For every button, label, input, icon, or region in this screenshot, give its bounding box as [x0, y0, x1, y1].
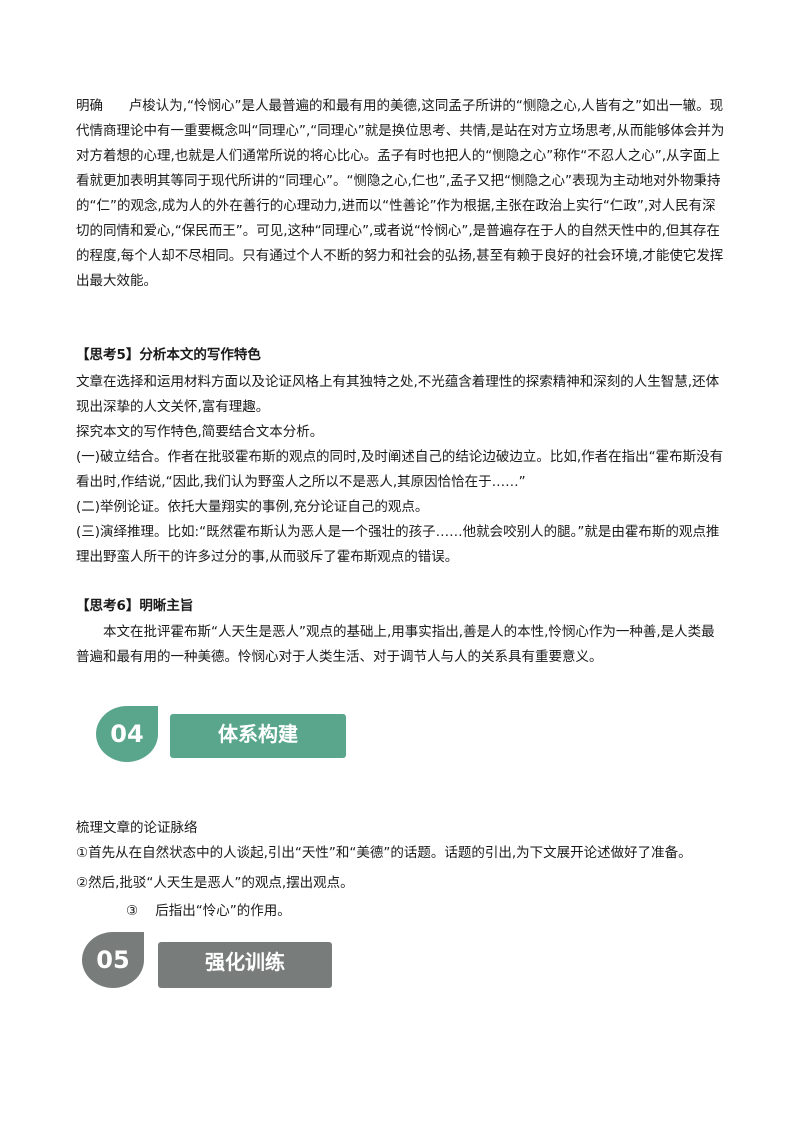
- think5-question: 探究本文的写作特色,简要结合文本分析。: [76, 424, 324, 440]
- think5-item-3: (三)演绎推理。比如:“既然霍布斯认为恶人是一个强壮的孩子……他就会咬别人的腿。…: [76, 524, 720, 565]
- structure-step-3: ③ 后指出“怜心”的作用。: [126, 903, 291, 919]
- think5-title: 【思考5】分析本文的写作特色: [76, 347, 261, 363]
- paragraph-mingque: 明确 卢梭认为,“怜悯心”是人最普遍的和最有用的美德,这同孟子所讲的“恻隐之心,…: [76, 94, 726, 294]
- section-05-number: 05: [82, 932, 144, 988]
- think5-item-2: (二)举例论证。依托大量翔实的事例,充分论证自己的观点。: [76, 499, 429, 515]
- section-05-banner: 强化训练 05: [82, 932, 338, 1002]
- section-04-banner: 体系构建 04: [96, 706, 352, 776]
- think6-title: 【思考6】明晰主旨: [76, 598, 194, 614]
- structure-step-1: ①首先从在自然状态中的人谈起,引出“天性”和“美德”的话题。话题的引出,为下文展…: [76, 845, 692, 861]
- think5-intro: 文章在选择和运用材料方面以及论证风格上有其独特之处,不光蕴含着理性的探索精神和深…: [76, 374, 720, 415]
- structure-step-2: ②然后,批驳“人天生是恶人”的观点,摆出观点。: [76, 875, 354, 891]
- mingque-label: 明确: [76, 98, 103, 114]
- structure-heading: 梳理文章的论证脉络: [76, 820, 198, 836]
- section-04-number: 04: [96, 706, 158, 762]
- section-05-title: 强化训练: [158, 942, 332, 988]
- think6-text: 本文在批评霍布斯“人天生是恶人”观点的基础上,用事实指出,善是人的本性,怜悯心作…: [76, 624, 715, 665]
- think5-item-1: (一)破立结合。作者在批驳霍布斯的观点的同时,及时阐述自己的结论边破边立。比如,…: [76, 449, 724, 490]
- section-04-title: 体系构建: [170, 714, 346, 758]
- mingque-text: 卢梭认为,“怜悯心”是人最普遍的和最有用的美德,这同孟子所讲的“恻隐之心,人皆有…: [76, 98, 725, 289]
